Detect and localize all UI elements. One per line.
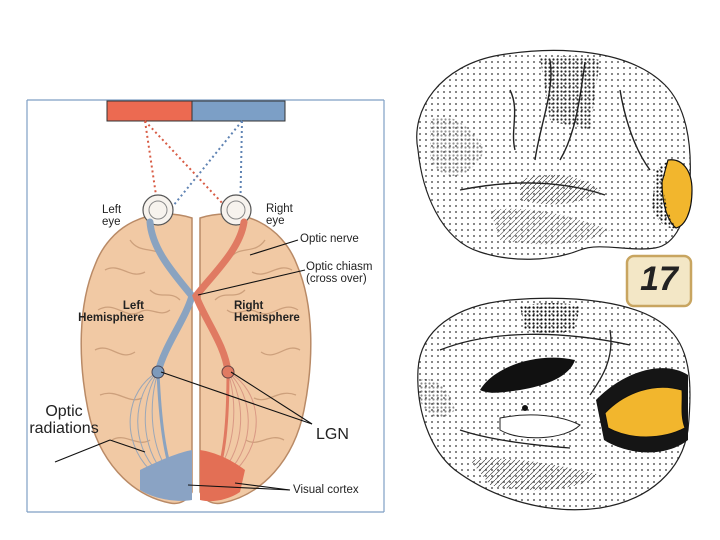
brodmann-maps: 17 [400, 30, 720, 540]
optic-nerve-label: Optic nerve [300, 233, 359, 245]
area-17-badge-text: 17 [640, 260, 678, 298]
medial-brain-map [417, 297, 691, 511]
leader-lines [54, 239, 313, 491]
lgn-label: LGN [316, 426, 349, 443]
right-visual-field [191, 100, 286, 122]
visual-cortex-label: Visual cortex [293, 484, 359, 496]
optic-chiasm-label: Optic chiasm (cross over) [306, 261, 373, 286]
right-visual-cortex [200, 450, 245, 502]
area-17-badge [625, 254, 693, 308]
right-hemisphere-label: Right Hemisphere [234, 300, 300, 325]
right-eye-shape [220, 194, 252, 226]
right-eye-label: Right eye [266, 203, 293, 228]
left-eye-label: Left eye [102, 204, 122, 229]
left-lgn [151, 365, 165, 379]
visual-pathway-svg [26, 99, 385, 513]
right-lgn [221, 365, 235, 379]
left-visual-field [106, 100, 193, 122]
left-eye-shape [142, 194, 174, 226]
optic-radiations-label: Optic radiations [29, 403, 99, 437]
lateral-brain-map [416, 49, 693, 260]
brodmann-maps-svg [416, 49, 693, 511]
left-visual-cortex [140, 450, 192, 501]
brain [80, 213, 312, 505]
visual-pathway-diagram: Left eye Right eye Optic nerve Optic chi… [26, 99, 385, 513]
left-hemisphere-label: Left Hemisphere [78, 300, 144, 325]
medial-area-17 [604, 386, 686, 438]
